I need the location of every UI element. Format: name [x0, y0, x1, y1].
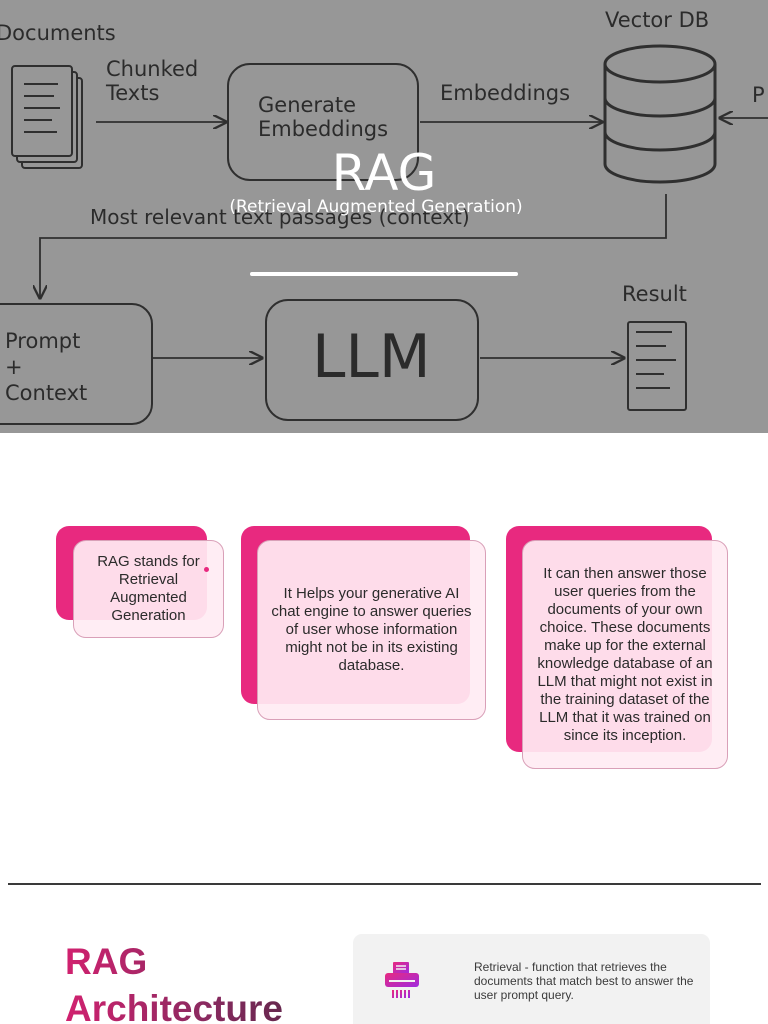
info-card-3: It can then answer those user queries fr…	[506, 526, 730, 771]
retrieval-card: Retrieval - function that retrieves the …	[353, 934, 710, 1024]
info-card-2: It Helps your generative AI chat engine …	[241, 526, 489, 722]
page-title: RAG	[331, 144, 437, 202]
card-text: It can then answer those user queries fr…	[522, 540, 728, 769]
architecture-heading-line1: RAG	[65, 941, 148, 982]
card-text: RAG stands for Retrieval Augmented Gener…	[73, 540, 224, 638]
page-subtitle: (Retrieval Augmented Generation)	[229, 197, 523, 217]
section-divider	[8, 883, 761, 885]
architecture-heading: RAG Architecture	[65, 938, 345, 1024]
hero-diagram: Documents Chunked Texts Generate Embeddi…	[0, 0, 768, 433]
pink-dot	[204, 567, 209, 572]
card-text: It Helps your generative AI chat engine …	[257, 540, 486, 720]
title-underline	[250, 272, 518, 276]
architecture-heading-line2: Architecture	[65, 988, 283, 1024]
retrieval-description: Retrieval - function that retrieves the …	[474, 960, 694, 1002]
hero-overlay	[0, 0, 768, 433]
info-card-1: RAG stands for Retrieval Augmented Gener…	[56, 526, 226, 640]
shredder-icon	[385, 962, 419, 998]
